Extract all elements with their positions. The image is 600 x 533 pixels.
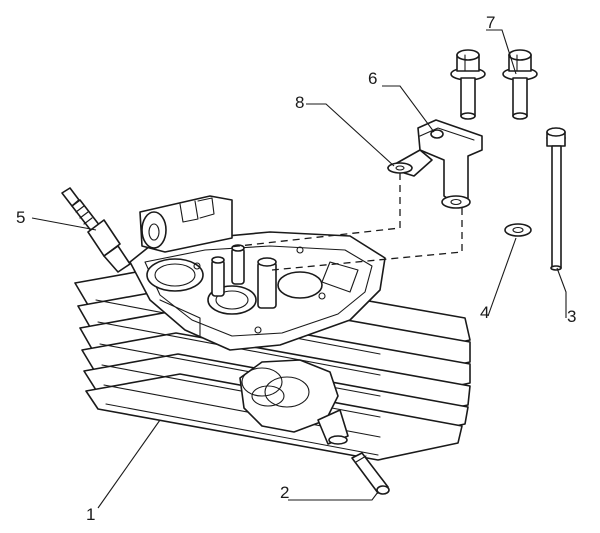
leader-7 <box>486 29 517 75</box>
callout-6: 6 <box>368 69 377 88</box>
flange-bolt-left <box>450 49 486 120</box>
spark-plug <box>61 187 131 273</box>
leader-5 <box>31 217 97 231</box>
callout-3: 3 <box>567 307 576 326</box>
bracket <box>387 119 483 209</box>
flange-bolts <box>450 49 538 120</box>
leader-1 <box>97 419 161 509</box>
callout-2: 2 <box>280 483 289 502</box>
exhaust-port <box>239 359 349 445</box>
callout-5: 5 <box>16 208 25 227</box>
leader-4 <box>487 237 517 317</box>
stud-bolt <box>351 452 390 495</box>
callout-7: 7 <box>486 13 495 32</box>
leader-lines <box>31 29 567 509</box>
leader-6 <box>382 85 435 133</box>
flange-bolt-right <box>502 49 538 120</box>
head-top-deck <box>129 231 386 351</box>
leader-3 <box>556 267 567 318</box>
callout-labels: 1 2 3 4 5 6 7 8 <box>16 13 576 524</box>
callout-4: 4 <box>480 303 489 322</box>
assembly-dashed-lines <box>229 173 463 271</box>
callout-8: 8 <box>295 93 304 112</box>
washer <box>504 223 532 237</box>
cylinder-head <box>74 195 471 461</box>
leader-2 <box>288 491 379 501</box>
callout-1: 1 <box>86 505 95 524</box>
long-bolt <box>546 127 566 271</box>
cam-boss <box>139 195 233 253</box>
leader-8 <box>306 103 395 167</box>
